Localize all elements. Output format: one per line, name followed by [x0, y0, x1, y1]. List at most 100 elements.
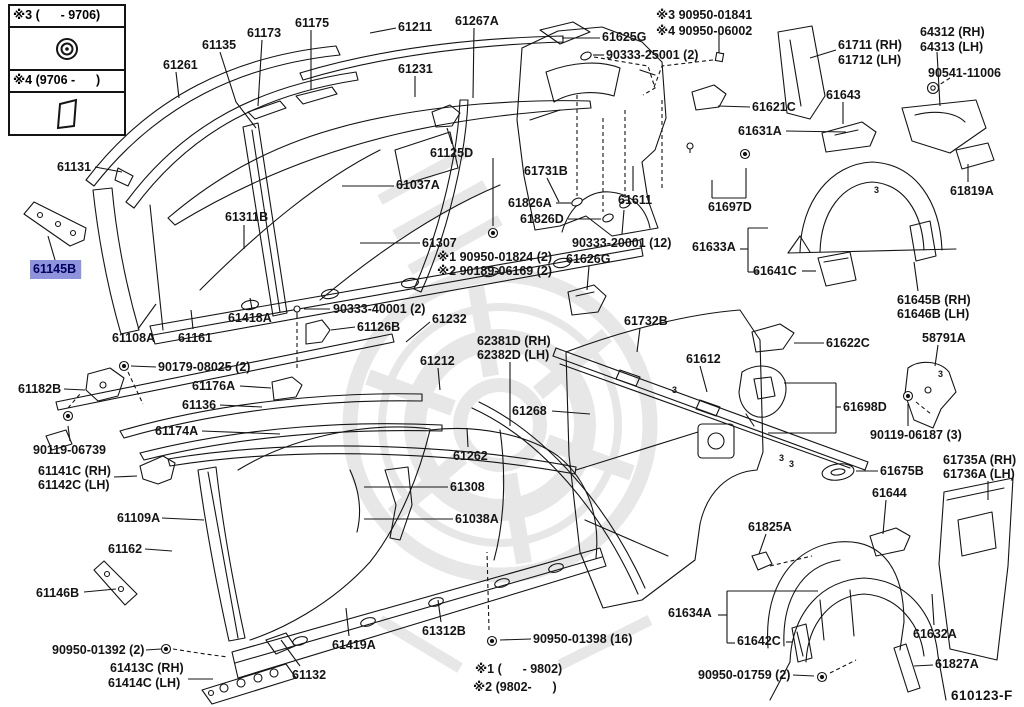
leader-61267A — [472, 27, 475, 99]
part-label-90179080252[interactable]: 90179-08025 (2) — [158, 360, 250, 374]
part-label-61641C[interactable]: 61641C — [753, 264, 797, 278]
screw-61697D-icon — [739, 148, 751, 160]
leader-61131 — [94, 166, 123, 173]
part-label-61109A[interactable]: 61109A — [117, 511, 160, 525]
part-label-61145B[interactable]: 61145B — [33, 262, 76, 276]
part-label-61108A[interactable]: 61108A — [112, 331, 155, 345]
part-label-64313LH[interactable]: 64313 (LH) — [920, 40, 983, 54]
part-label-61175[interactable]: 61175 — [295, 16, 329, 30]
part-label-61646BLH[interactable]: 61646B (LH) — [897, 307, 969, 321]
clip-61826A-icon — [571, 197, 583, 207]
part-label-61161[interactable]: 61161 — [178, 331, 212, 345]
part-label-61698D[interactable]: 61698D — [843, 400, 887, 414]
leader-line — [769, 555, 813, 567]
part-label-61712LH[interactable]: 61712 (LH) — [838, 53, 901, 67]
part-label-61307[interactable]: 61307 — [422, 236, 457, 250]
leader-61621C — [717, 105, 751, 108]
part-label-61146B[interactable]: 61146B — [36, 586, 79, 600]
part-label-61414CLH[interactable]: 61414C (LH) — [108, 676, 180, 690]
part-label-909500139816[interactable]: 90950-01398 (16) — [533, 632, 632, 646]
part-label-61632A[interactable]: 61632A — [913, 627, 957, 641]
part-label-61643[interactable]: 61643 — [826, 88, 861, 102]
leader-90179080252 — [130, 365, 157, 368]
part-label-61174A[interactable]: 61174A — [155, 424, 198, 438]
part-label-61135[interactable]: 61135 — [202, 38, 236, 52]
bolt-90950-01824-icon — [487, 227, 499, 239]
part-label-61827A[interactable]: 61827A — [935, 657, 979, 671]
part-label-61732B[interactable]: 61732B — [624, 314, 668, 328]
part-label-61132[interactable]: 61132 — [292, 668, 326, 682]
part-label-90119061873[interactable]: 90119-06187 (3) — [870, 428, 962, 442]
part-label-61232[interactable]: 61232 — [432, 312, 467, 326]
part-label-61162[interactable]: 61162 — [108, 542, 142, 556]
part-label-61711RH[interactable]: 61711 (RH) — [838, 38, 902, 52]
part-label-9054111006[interactable]: 90541-11006 — [928, 66, 1001, 80]
part-label-61126B[interactable]: 61126B — [357, 320, 400, 334]
part-label-61211[interactable]: 61211 — [398, 20, 432, 34]
part-label-61173[interactable]: 61173 — [247, 26, 281, 40]
part-label-61176A[interactable]: 61176A — [192, 379, 235, 393]
part-label-61308[interactable]: 61308 — [450, 480, 485, 494]
part-label-61621C[interactable]: 61621C — [752, 100, 796, 114]
part-label-9011906739[interactable]: 90119-06739 — [33, 443, 106, 457]
part-label-90950013922[interactable]: 90950-01392 (2) — [52, 643, 144, 657]
part-label-61819A[interactable]: 61819A — [950, 184, 994, 198]
leader-line — [127, 371, 144, 405]
part-label-61262[interactable]: 61262 — [453, 449, 488, 463]
part-label-62382DLH[interactable]: 62382D (LH) — [477, 348, 549, 362]
part-label-61136[interactable]: 61136 — [182, 398, 216, 412]
part-label-90333400012[interactable]: 90333-40001 (2) — [333, 302, 425, 316]
part-label-61413CRH[interactable]: 61413C (RH) — [110, 661, 184, 675]
part-label-61131[interactable]: 61131 — [57, 160, 91, 174]
leader-61145B — [47, 235, 56, 261]
leader-61732B — [636, 327, 641, 353]
part-label-61182B[interactable]: 61182B — [18, 382, 61, 396]
bolt-90950-01392-icon — [160, 643, 172, 655]
part-label-61826D[interactable]: 61826D — [520, 212, 564, 226]
part-label-61125D[interactable]: 61125D — [430, 146, 473, 160]
part-label-61634A[interactable]: 61634A — [668, 606, 712, 620]
part-label-61611[interactable]: 61611 — [618, 193, 652, 207]
part-label-61826A[interactable]: 61826A — [508, 196, 552, 210]
part-label-903332000112[interactable]: 90333-20001 (12) — [572, 236, 671, 250]
leader-61268 — [551, 410, 591, 415]
part-label-61825A[interactable]: 61825A — [748, 520, 792, 534]
part-label-64312RH[interactable]: 64312 (RH) — [920, 25, 985, 39]
part-label-61261[interactable]: 61261 — [163, 58, 198, 72]
part-label-61037A[interactable]: 61037A — [396, 178, 440, 192]
part-label-61626G[interactable]: 61626G — [566, 252, 610, 266]
part-label-61267A[interactable]: 61267A — [455, 14, 499, 28]
leader-line — [172, 648, 229, 658]
part-label-61645BRH[interactable]: 61645B (RH) — [897, 293, 971, 307]
part-label-61735ARH[interactable]: 61735A (RH) — [943, 453, 1016, 467]
part-label-61644[interactable]: 61644 — [872, 486, 907, 500]
part-label-61736ALH[interactable]: 61736A (LH) — [943, 467, 1015, 481]
part-label-61697D[interactable]: 61697D — [708, 200, 752, 214]
leader-61173 — [257, 39, 263, 107]
part-label-61625G[interactable]: 61625G — [602, 30, 646, 44]
part-label-90333250012[interactable]: 90333-25001 (2) — [606, 48, 698, 62]
part-label-61419A[interactable]: 61419A — [332, 638, 376, 652]
part-label-58791A[interactable]: 58791A — [922, 331, 966, 345]
part-label-61418A[interactable]: 61418A — [228, 311, 272, 325]
leader-61711RH — [809, 49, 837, 59]
part-label-61231[interactable]: 61231 — [398, 62, 433, 76]
part-label-61141CRH[interactable]: 61141C (RH) — [38, 464, 111, 478]
part-label-61268[interactable]: 61268 — [512, 404, 547, 418]
part-label-62381DRH[interactable]: 62381D (RH) — [477, 334, 551, 348]
part-label-61312B[interactable]: 61312B — [422, 624, 466, 638]
part-label-61311B[interactable]: 61311B — [225, 210, 268, 224]
part-label-61038A[interactable]: 61038A — [455, 512, 499, 526]
clip-90333-20001-icon — [619, 199, 631, 209]
part-label-61622C[interactable]: 61622C — [826, 336, 870, 350]
part-label-61633A[interactable]: 61633A — [692, 240, 736, 254]
part-label-61212[interactable]: 61212 — [420, 354, 455, 368]
part-label-90950017592[interactable]: 90950-01759 (2) — [698, 668, 790, 682]
part-label-61612[interactable]: 61612 — [686, 352, 721, 366]
part-label-61675B[interactable]: 61675B — [880, 464, 924, 478]
part-label-61631A[interactable]: 61631A — [738, 124, 782, 138]
part-label-61142CLH[interactable]: 61142C (LH) — [38, 478, 110, 492]
clip-square-icon — [714, 51, 725, 63]
part-label-61731B[interactable]: 61731B — [524, 164, 568, 178]
part-label-61642C[interactable]: 61642C — [737, 634, 781, 648]
